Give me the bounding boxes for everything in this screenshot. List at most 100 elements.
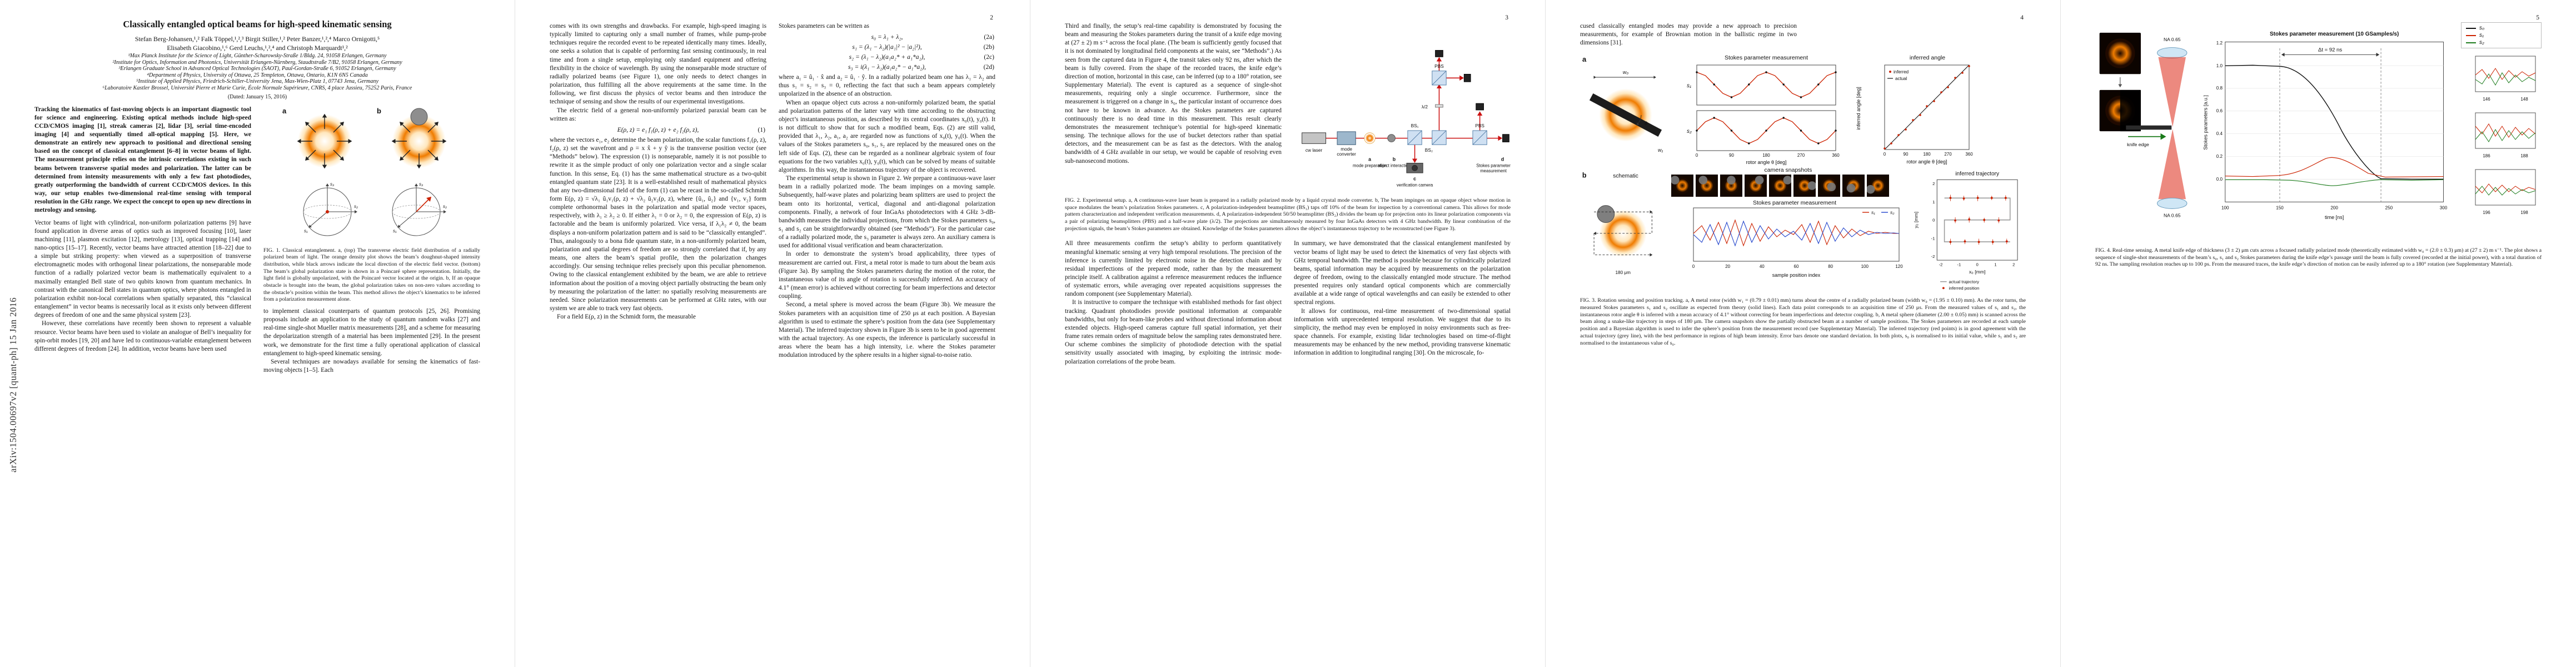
equation-number: (2d) [983,63,994,71]
s1-axis-label: s₁ [1687,83,1691,89]
equation-body: s₁ = (λ₁ − λ₂)(|a₁|² − |a₂|²), [852,43,922,51]
x-tick-labels: 0 90 180 270 360 [1696,153,1840,158]
poincare-vector-origin [326,210,329,213]
bs1-label: BS₁ [1411,123,1419,128]
legend: actual trajectory inferred position [1940,280,1980,291]
panel-label-b: b [377,107,381,115]
svg-text:0: 0 [1692,264,1695,269]
equation-2c: s₂ = (λ₁ − λ₂)(a₁a₂* + a₁*a₂), (2c) [779,53,995,61]
authors-line-1: Stefan Berg-Johansen,¹,² Falk Töppel,¹,²… [134,35,380,43]
s1-plot-frame [1696,64,1836,106]
s2-swatch [2466,42,2476,43]
svg-text:180: 180 [1923,152,1931,157]
svg-text:250: 250 [2385,206,2393,211]
svg-text:20: 20 [1726,264,1731,269]
camera-snapshot [1793,175,1816,197]
paragraph: cused classically entangled modes may pr… [1580,23,1797,47]
x-axis-label: x₀ [mm] [1969,270,1986,275]
equation-body: s₀ = λ₁ + λ₂, [871,33,903,41]
plot-frame [1937,180,2019,261]
page-number: 4 [2020,14,2024,21]
rotor-bar [1589,93,1662,137]
legend-actual: actual [1895,76,1907,81]
svg-text:0.6: 0.6 [2216,108,2223,113]
inset-frame [2475,169,2536,206]
paragraph: The electric field of a general non-unif… [550,107,766,122]
mode-converter-label-1: mode [1341,146,1352,152]
s0-trace [2225,64,2444,180]
bs1-cube [1407,130,1422,145]
y-axis-label: y₀ [mm] [1914,212,1919,228]
paragraph: to implement classical counterparts of q… [263,307,480,357]
pbs-right-cube [1472,130,1487,145]
y-tick-labels: 0.0 0.2 0.4 0.6 0.8 1.0 1.2 [2216,41,2223,182]
plot-frame [1884,64,1970,150]
paragraph: In order to demonstrate the system’s bro… [779,251,995,300]
inset-xtick-1: 196 [2483,210,2490,215]
figure-4-insets: s₀ s₁ s₂ [2461,22,2542,221]
figure-1: a [263,106,480,303]
inset-xtick-2: 188 [2520,153,2528,158]
paragraph: where the vectors e₁, e₂ determine the b… [550,136,766,312]
camera-snapshot [1867,175,1890,197]
paragraph: When an opaque object cuts across a non-… [779,99,995,173]
sphere-obstacle [1597,205,1615,223]
knife-edge-label: knife edge [2127,142,2149,147]
s1-swatch [2466,34,2476,36]
affiliation-4: ⁴Department of Physics, University of Ot… [147,72,368,78]
figure-4: NA 0.65 knife edge NA 0.65 [2095,22,2542,268]
rotor-stokes-plots: Stokes parameter measurement s₁ [1687,54,1840,165]
axis-label-s3: s₃ [330,182,334,187]
legend-inferred: inferred position [1949,286,1980,291]
pbs-right-label: PBS [1475,123,1484,128]
snake-path [1593,210,1653,257]
legend-row-s2: s₂ [2466,39,2537,46]
x-axis-label: rotor angle θ [deg] [1906,159,1947,165]
paragraph: All three measurements confirm the setup… [1065,240,1282,298]
inset-xtick-1: 186 [2483,153,2490,158]
camera-snapshots-row [1671,175,1905,197]
title-block: Classically entangled optical beams for … [34,19,480,100]
camera-snapshot [1842,175,1865,197]
svg-text:150: 150 [2276,206,2284,211]
grid-lines [2225,65,2444,180]
svg-text:40: 40 [1760,264,1765,269]
s2-trace [1693,220,1900,247]
svg-text:0.4: 0.4 [2216,131,2223,136]
theta-arc [1636,115,1642,126]
equation-number: (1) [758,126,765,133]
s1-data-points [1696,71,1837,99]
legend-row-s0: s₀ [2466,25,2537,31]
inferred-points [1949,197,2009,243]
mode-converter-label-2: converter [1337,151,1356,157]
objective-lens-top [2157,47,2188,59]
svg-text:1: 1 [1933,200,1935,205]
inset-xtick-2: 148 [2520,97,2528,102]
s1-theory-curve [1696,72,1836,98]
inset-frame [2475,112,2536,149]
axis-label-s2: s₂ [354,204,358,209]
paragraph: The experimental setup is shown in Figur… [779,175,995,250]
beam-profile-b: b [377,107,450,172]
detectors [1435,50,1509,142]
s2-axis-label: s₂ [1687,128,1692,135]
object-icon [1387,134,1396,142]
camera-snapshot [1696,175,1718,197]
svg-text:0: 0 [1933,218,1935,223]
snapshots-title: camera snapshots [1764,167,1812,174]
paragraph: Vector beams of light with cylindrical, … [34,219,251,319]
svg-text:-2: -2 [1931,255,1935,260]
knife-edge-bar [2126,125,2172,130]
paragraph: where a₁ = û₁ · x̂ and a₂ = û₁ · ŷ. In a… [779,74,995,98]
stage-b-letter: b [1393,157,1396,162]
s1-trace [2225,157,2444,178]
svg-text:180: 180 [1762,153,1770,158]
pbs-top-label: PBS [1434,63,1444,69]
page-3: 3 Third and finally, the setup’s real-ti… [1030,0,1546,667]
paragraph: Third and finally, the setup’s real-time… [1065,23,1282,165]
equation-2b: s₁ = (λ₁ − λ₂)(|a₁|² − |a₂|²), (2b) [779,43,995,51]
svg-text:360: 360 [1965,152,1973,157]
page-number: 2 [990,14,993,21]
svg-text:2: 2 [2013,262,2015,267]
